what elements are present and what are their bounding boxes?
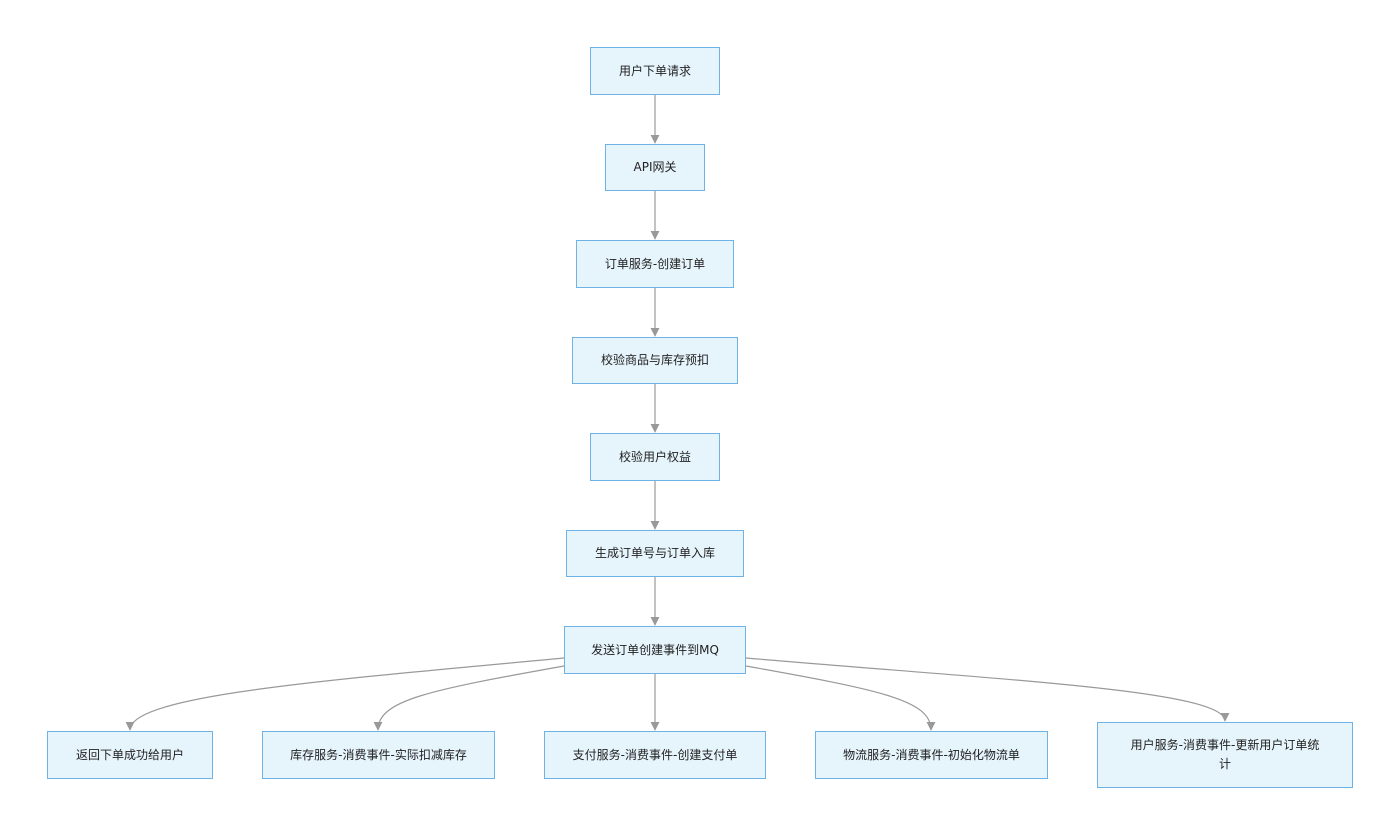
- node-label: 返回下单成功给用户: [75, 747, 184, 762]
- node-validate-product-stock: 校验商品与库存预扣: [572, 337, 738, 384]
- node-label: API网关: [633, 160, 677, 174]
- node-generate-order-number: 生成订单号与订单入库: [566, 530, 744, 577]
- node-label: 校验用户权益: [618, 449, 691, 464]
- node-logistics-service: 物流服务-消费事件-初始化物流单: [815, 731, 1048, 779]
- node-label: 发送订单创建事件到MQ: [591, 642, 719, 657]
- node-label: 库存服务-消费事件-实际扣减库存: [290, 747, 467, 762]
- edge-n7-n11: [745, 665, 936, 731]
- node-label: 用户下单请求: [618, 63, 691, 78]
- node-payment-service: 支付服务-消费事件-创建支付单: [544, 731, 766, 779]
- node-label: 用户服务-消费事件-更新用户订单统计: [1130, 738, 1320, 771]
- node-label: 校验商品与库存预扣: [600, 353, 709, 367]
- node-inventory-service: 库存服务-消费事件-实际扣减库存: [262, 731, 495, 779]
- edge-n7-n9: [373, 665, 565, 731]
- node-send-mq-event: 发送订单创建事件到MQ: [564, 626, 746, 674]
- node-order-service-create: 订单服务-创建订单: [576, 240, 734, 288]
- edge-n7-n12: [745, 657, 1230, 722]
- node-label: 物流服务-消费事件-初始化物流单: [843, 747, 1020, 762]
- node-user-order-request: 用户下单请求: [590, 47, 720, 95]
- node-user-service: 用户服务-消费事件-更新用户订单统计: [1097, 722, 1353, 788]
- node-label: 生成订单号与订单入库: [594, 546, 715, 560]
- node-label: 支付服务-消费事件-创建支付单: [572, 747, 738, 762]
- node-api-gateway: API网关: [605, 144, 705, 191]
- node-validate-user-benefits: 校验用户权益: [590, 433, 720, 481]
- node-return-success: 返回下单成功给用户: [47, 731, 213, 779]
- edge-n7-n8: [125, 657, 565, 731]
- node-label: 订单服务-创建订单: [604, 256, 706, 271]
